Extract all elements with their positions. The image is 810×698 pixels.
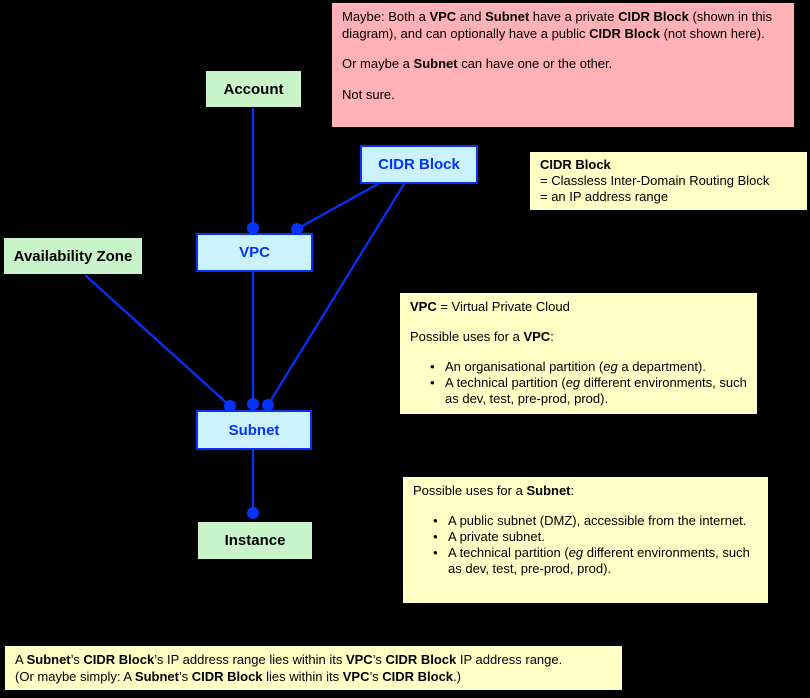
connector-az-subnet	[84, 274, 231, 407]
list-item-text: A public subnet (DMZ), accessible from t…	[448, 513, 747, 528]
list-item: • A private subnet.	[413, 529, 758, 545]
entity-subnet: Subnet	[196, 410, 312, 450]
entity-account: Account	[205, 70, 302, 108]
list-item: • A public subnet (DMZ), accessible from…	[413, 513, 758, 529]
note-bottom-line1: A Subnet’s CIDR Block’s IP address range…	[15, 652, 563, 667]
connector-cidr-vpc	[296, 183, 379, 230]
note-cidr-title: CIDR Block	[540, 157, 611, 172]
bullet-marker: •	[430, 375, 435, 390]
list-item: • A technical partition (eg different en…	[410, 375, 747, 407]
note-maybe-para1: Maybe: Both a VPC and Subnet have a priv…	[342, 9, 772, 41]
note-maybe-cidr: Maybe: Both a VPC and Subnet have a priv…	[332, 3, 794, 127]
bullet-marker: •	[433, 545, 438, 560]
note-maybe-para3: Not sure.	[342, 86, 395, 102]
list-item: • An organisational partition (eg a depa…	[410, 359, 747, 375]
entity-instance: Instance	[197, 521, 313, 560]
bullet-marker: •	[430, 359, 435, 374]
dot-subnet-from-vpc	[247, 398, 259, 410]
list-item-text: A technical partition (eg different envi…	[448, 545, 750, 576]
list-item: • A technical partition (eg different en…	[413, 545, 758, 577]
note-vpc-uses: VPC = Virtual Private Cloud Possible use…	[400, 293, 757, 414]
entity-availability-zone: Availability Zone	[3, 237, 143, 275]
list-item-text: A private subnet.	[448, 529, 545, 544]
note-cidr-definition: CIDR Block = Classless Inter-Domain Rout…	[530, 152, 807, 210]
note-subnet-cidr-range: A Subnet’s CIDR Block’s IP address range…	[5, 646, 622, 690]
note-vpc-definition: VPC = Virtual Private Cloud	[410, 299, 570, 314]
note-subnet-uses: Possible uses for a Subnet: • A public s…	[403, 477, 768, 603]
entity-vpc-label: VPC	[239, 244, 270, 261]
entity-cidr-block-label: CIDR Block	[378, 156, 460, 173]
note-cidr-line2: = Classless Inter-Domain Routing Block	[540, 173, 770, 188]
entity-account-label: Account	[223, 80, 284, 98]
note-subnet-bullet-list: • A public subnet (DMZ), accessible from…	[413, 513, 758, 577]
note-maybe-para2: Or maybe a Subnet can have one or the ot…	[342, 56, 613, 71]
note-subnet-uses-intro: Possible uses for a Subnet:	[413, 483, 575, 498]
entity-subnet-label: Subnet	[228, 421, 280, 439]
note-vpc-uses-intro: Possible uses for a VPC:	[410, 329, 554, 344]
entity-instance-label: Instance	[224, 532, 286, 549]
bullet-marker: •	[433, 513, 438, 528]
entity-availability-zone-label: Availability Zone	[13, 247, 133, 265]
entity-vpc: VPC	[196, 233, 313, 272]
bullet-marker: •	[433, 529, 438, 544]
note-cidr-line3: = an IP address range	[540, 189, 669, 204]
dot-instance-from-subnet	[247, 507, 259, 519]
entity-cidr-block: CIDR Block	[360, 145, 478, 184]
connector-cidr-subnet	[267, 183, 405, 406]
list-item-text: A technical partition (eg different envi…	[445, 375, 747, 406]
note-vpc-bullet-list: • An organisational partition (eg a depa…	[410, 359, 747, 407]
note-bottom-line2: (Or maybe simply: A Subnet’s CIDR Block …	[15, 669, 461, 684]
list-item-text: An organisational partition (eg a depart…	[445, 359, 706, 374]
